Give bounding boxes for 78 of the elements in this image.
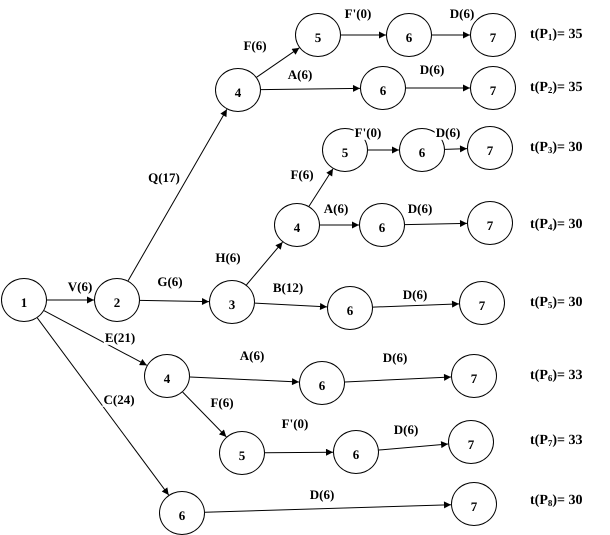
path-duration-label: t(P$_{8}$)= 30: [530, 493, 583, 509]
circle-node: 4: [144, 354, 190, 398]
edge-label: F'(0): [344, 6, 372, 22]
circle-node: 6: [327, 286, 373, 330]
circle-node: 7: [470, 66, 516, 110]
arrow: [140, 298, 210, 305]
circle-node: 7: [451, 354, 497, 398]
circle-node: 4: [215, 68, 261, 112]
edge-label: A(6): [286, 68, 314, 82]
arrow: [46, 296, 94, 304]
circle-node: 1: [1, 278, 47, 322]
path-duration-label: t(P$_{4}$)= 30: [530, 217, 583, 233]
circle-node: 7: [467, 126, 513, 170]
edge-label: D(6): [392, 422, 420, 438]
arrow: [432, 32, 470, 38]
arrow: [378, 441, 449, 450]
edge-label: F(6): [209, 396, 235, 410]
arrow: [308, 168, 334, 207]
arrow: [260, 84, 360, 92]
edge-label: B(12): [272, 280, 304, 296]
circle-node: 6: [159, 491, 205, 535]
edge-label: A(6): [238, 348, 266, 364]
circle-node: 6: [299, 361, 345, 405]
arrow: [404, 220, 468, 228]
edge-label: E(21): [104, 330, 136, 346]
circle-node: 4: [274, 203, 320, 247]
circle-node: 6: [386, 13, 432, 57]
edge-label: D(6): [406, 202, 434, 216]
path-duration-label: t(P$_{2}$)= 35: [530, 80, 583, 96]
edge-label: A(6): [322, 202, 350, 216]
arrow: [246, 242, 284, 286]
edge-label: D(6): [402, 288, 428, 302]
arrow: [344, 374, 452, 382]
circle-node: 5: [295, 13, 341, 57]
arrow: [256, 47, 300, 78]
edge-label: H(6): [214, 250, 242, 266]
edge-label: F'(0): [354, 126, 382, 140]
arrow: [204, 501, 452, 513]
edge-label: D(6): [448, 6, 476, 22]
edge-label: F'(0): [280, 416, 310, 432]
edge-label: D(6): [382, 350, 408, 366]
circle-node: 7: [451, 482, 497, 526]
edge-label: F(6): [289, 168, 315, 182]
edge-label: D(6): [418, 62, 446, 78]
edge-label: V(6): [66, 280, 94, 294]
circle-node: 7: [448, 420, 494, 464]
circle-node: 7: [467, 201, 513, 245]
path-duration-label: t(P$_{6}$)= 33: [530, 368, 583, 384]
arrow: [128, 108, 228, 282]
arrow: [406, 84, 470, 92]
edge-label: G(6): [156, 274, 184, 290]
edge-label: Q(17): [147, 170, 181, 186]
path-duration-label: t(P$_{7}$)= 33: [530, 433, 583, 449]
path-duration-label: t(P$_{1}$)= 35: [530, 27, 583, 43]
arrow: [444, 145, 468, 152]
arrow: [368, 146, 400, 154]
arrow: [189, 376, 300, 386]
path-duration-label: t(P$_{5}$)= 30: [530, 295, 583, 311]
arrow: [254, 302, 328, 310]
arrow: [36, 317, 170, 496]
arrow: [372, 300, 460, 308]
circle-node: 7: [459, 281, 505, 325]
arrow: [320, 222, 360, 228]
edge-label: F(6): [242, 38, 268, 54]
edge-label: D(6): [308, 488, 336, 502]
circle-node: 2: [94, 278, 140, 322]
arrow: [44, 310, 148, 366]
edge-label: C(24): [102, 392, 136, 408]
arrow: [264, 448, 334, 456]
circle-node: 3: [209, 280, 255, 324]
edge-label: D(6): [434, 126, 462, 140]
arrow: [340, 32, 386, 38]
path-duration-label: t(P$_{3}$)= 30: [530, 140, 583, 156]
circle-node: 6: [360, 66, 406, 110]
circle-node: 6: [333, 430, 379, 474]
circle-node: 5: [219, 431, 265, 475]
circle-node: 6: [359, 203, 405, 247]
arrow: [182, 392, 227, 438]
